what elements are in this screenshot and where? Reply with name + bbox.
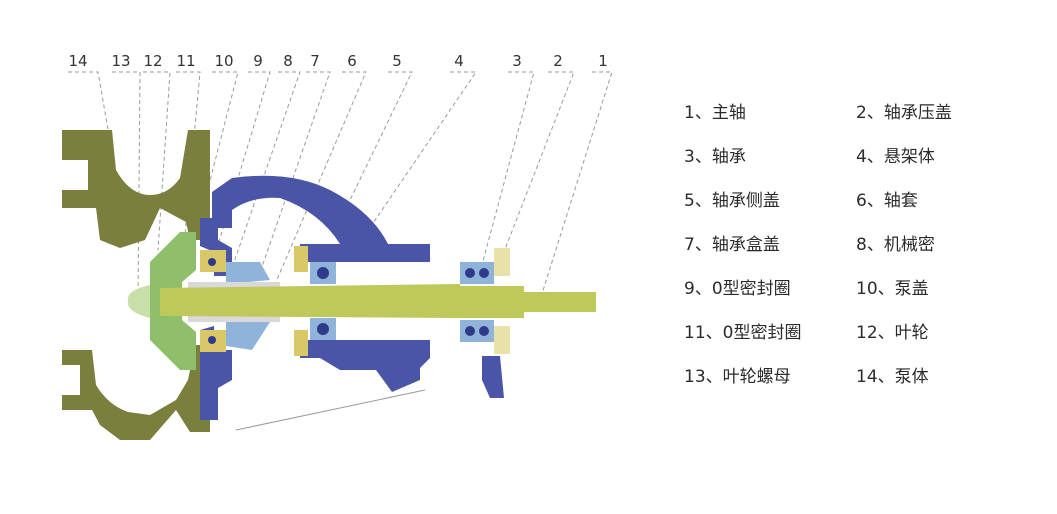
legend-item: 12、叶轮 <box>856 323 929 343</box>
o-ring-upper <box>208 258 216 266</box>
legend-item: 8、机械密 <box>856 235 935 255</box>
callout-14: 14 <box>68 52 87 70</box>
ball-right-lower <box>465 326 475 336</box>
bearing-side-cover-upper <box>294 246 308 272</box>
pump-body-upper <box>62 130 210 248</box>
ball-left-lower <box>317 323 329 335</box>
legend-item: 13、叶轮螺母 <box>684 367 791 387</box>
leader-lines <box>68 71 613 431</box>
legend-item: 9、0型密封圈 <box>684 279 791 299</box>
callout-10: 10 <box>214 52 233 70</box>
ball-right-lower-2 <box>479 326 489 336</box>
main-shaft-end <box>460 286 596 318</box>
bearing-gland-lower <box>494 326 510 354</box>
leader-5 <box>349 71 413 201</box>
legend-item: 6、轴套 <box>856 191 918 211</box>
callout-7: 7 <box>310 52 320 70</box>
legend-item: 2、轴承压盖 <box>856 103 952 123</box>
legend-item: 11、0型密封圈 <box>684 323 802 343</box>
leader-4 <box>364 71 477 236</box>
o-ring-lower <box>208 336 216 344</box>
legend-item: 7、轴承盒盖 <box>684 235 780 255</box>
legend-item: 10、泵盖 <box>856 279 929 299</box>
bearing-right-lower <box>460 320 494 342</box>
ball-left-upper <box>317 267 329 279</box>
ball-right-upper <box>465 268 475 278</box>
parts-legend: 1、主轴 2、轴承压盖 3、轴承 4、悬架体 5、轴承侧盖 6、轴套 7、轴承盒盖 8、机械密… <box>684 100 1006 390</box>
legend-item: 5、轴承侧盖 <box>684 191 780 211</box>
leader-14 <box>68 71 123 211</box>
leader-10 <box>204 71 239 201</box>
bearing-gland-upper <box>494 248 510 276</box>
callout-6: 6 <box>347 52 357 70</box>
callout-12: 12 <box>143 52 162 70</box>
legend-item: 3、轴承 <box>684 147 746 167</box>
leader-12 <box>143 71 171 251</box>
leader-2 <box>499 71 575 263</box>
callout-13: 13 <box>111 52 130 70</box>
callout-11: 11 <box>176 52 195 70</box>
leader-6 <box>269 71 367 297</box>
bearing-side-cover-lower <box>294 330 308 356</box>
leader-3 <box>479 71 535 273</box>
legend-item: 1、主轴 <box>684 103 746 123</box>
bearing-right-upper <box>460 262 494 284</box>
callout-4: 4 <box>454 52 464 70</box>
bracket-foot <box>482 356 504 398</box>
bracket-lower <box>300 340 430 392</box>
bearing-box-cover-upper <box>226 262 270 284</box>
legend-item: 14、泵体 <box>856 367 929 387</box>
leader-8 <box>231 71 301 269</box>
ball-right-upper-2 <box>479 268 489 278</box>
main-shaft <box>160 284 460 318</box>
callout-9: 9 <box>253 52 263 70</box>
leader-13 <box>112 71 141 301</box>
leader-1 <box>539 71 613 301</box>
callout-8: 8 <box>283 52 293 70</box>
bearing-box-cover-lower <box>226 318 270 350</box>
housing-bottom-line <box>235 389 426 431</box>
callout-2: 2 <box>553 52 563 70</box>
pump-body-lower <box>62 345 210 440</box>
impeller-nut <box>127 285 150 318</box>
bracket-upper <box>212 175 430 262</box>
legend-item: 4、悬架体 <box>856 147 935 167</box>
callout-5: 5 <box>392 52 402 70</box>
callout-3: 3 <box>512 52 522 70</box>
leader-7 <box>257 71 331 279</box>
callout-1: 1 <box>598 52 608 70</box>
